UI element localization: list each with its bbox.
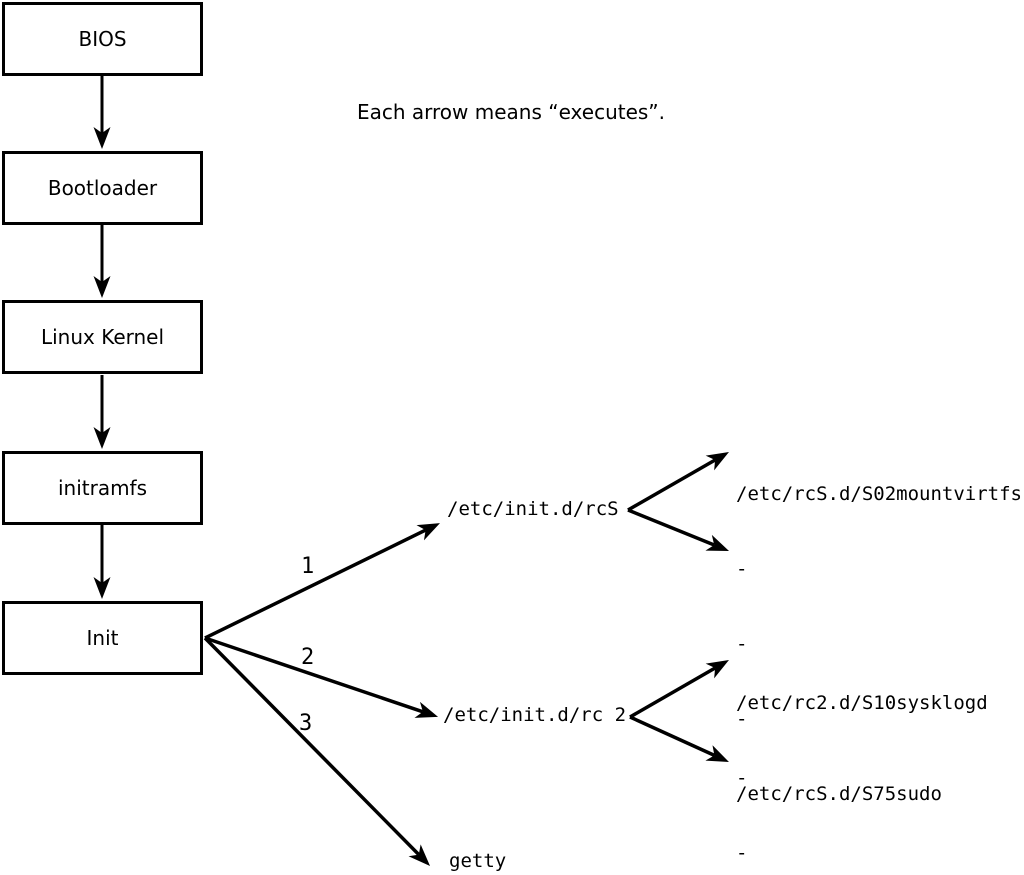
node-bios-label: BIOS [78,27,127,51]
target-init-d-rc2: /etc/init.d/rc 2 [443,704,627,726]
rcs-script-list: /etc/rcS.d/S02mountvirtfs - - - /etc/rcS… [736,432,1022,857]
node-bios: BIOS [2,2,203,76]
branch-2-number: 2 [301,645,315,670]
list-item: - [736,558,748,580]
arrow-rc2-to-s99gdm [629,715,729,763]
arrow-rc2-to-s10sysklogd [629,660,729,719]
node-initramfs-label: initramfs [57,476,148,500]
arrow-rcs-to-s75sudo [627,508,730,552]
branch-3-number: 3 [299,711,313,736]
rc2-script-list: /etc/rc2.d/S10sysklogd - - - /etc/rc2.d/… [736,641,988,875]
list-item: /etc/rc2.d/S10sysklogd [736,692,988,714]
node-initramfs: initramfs [2,451,203,525]
node-linux-kernel: Linux Kernel [2,300,203,374]
node-init: Init [2,601,203,675]
node-init-label: Init [86,626,119,650]
list-item: - [736,842,748,864]
legend-note: Each arrow means “executes”. [356,100,666,124]
list-item: - [736,708,748,730]
target-getty: getty [449,850,507,872]
list-item: /etc/rcS.d/S02mountvirtfs [736,483,1022,505]
node-bootloader-label: Bootloader [47,176,158,200]
list-item: /etc/rcS.d/S75sudo [736,783,942,805]
target-init-d-rcs: /etc/init.d/rcS [447,498,619,520]
arrow-rcs-to-s02mountvirtfs [627,452,729,512]
node-linux-kernel-label: Linux Kernel [40,325,165,349]
list-item: - [736,767,748,789]
arrow-init-to-rcs [204,523,440,640]
list-item: - [736,633,748,655]
branch-1-number: 1 [301,554,315,579]
node-bootloader: Bootloader [2,151,203,225]
arrow-init-to-getty [203,636,431,866]
